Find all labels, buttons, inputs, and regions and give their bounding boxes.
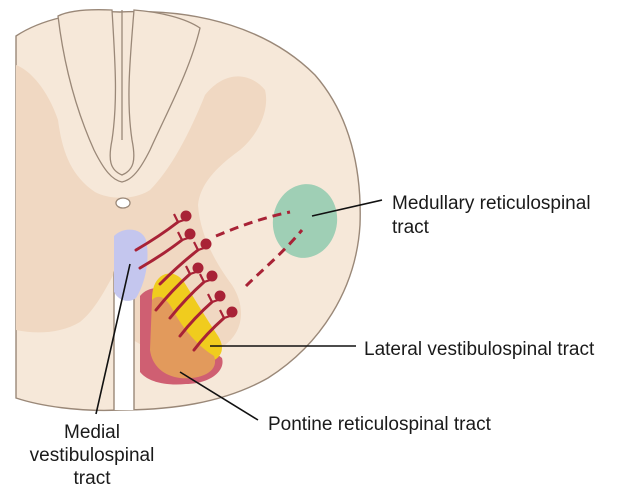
label-medial-vestibulospinal: Medial xyxy=(64,422,120,443)
leader-line-pontine xyxy=(179,371,259,421)
gray-matter xyxy=(16,65,267,358)
label-medullary-reticulospinal: Medullary reticulospinal xyxy=(392,193,591,214)
synapse-fork xyxy=(185,265,197,276)
leader-line-medial xyxy=(95,263,131,415)
label-medullary-reticulospinal-line2: tract xyxy=(392,217,430,238)
synaptic-bulb xyxy=(192,262,204,274)
synaptic-bulb xyxy=(206,270,218,282)
synaptic-bulb xyxy=(226,306,238,318)
neuron-axon xyxy=(134,220,180,252)
dorsal-columns xyxy=(57,9,201,183)
synapse-fork xyxy=(207,293,219,304)
synaptic-bulb xyxy=(180,210,192,222)
synapse-fork xyxy=(199,273,211,284)
synapse-fork xyxy=(193,241,205,252)
neuron-axon xyxy=(154,272,192,312)
label-lateral-vestibulospinal: Lateral vestibulospinal tract xyxy=(364,339,595,360)
leader-line-medullary xyxy=(311,199,383,217)
label-pontine-reticulospinal: Pontine reticulospinal tract xyxy=(268,414,492,435)
tract-overlap-area xyxy=(150,296,216,379)
label-medial-vestibulospinal-line3: tract xyxy=(74,468,112,489)
central-canal xyxy=(115,197,131,209)
neuron-axon xyxy=(158,248,200,286)
medullary-fiber-dashed xyxy=(244,229,304,288)
synaptic-bulb xyxy=(184,228,196,240)
neuron-axon xyxy=(192,316,226,352)
reticulospinal-neurons xyxy=(134,210,238,352)
medullary-reticulospinal-tract-area xyxy=(272,184,338,258)
neuron-axon xyxy=(178,300,214,338)
synapse-fork xyxy=(173,213,185,224)
synaptic-bulb xyxy=(214,290,226,302)
medullary-fiber-dashed xyxy=(215,210,291,238)
synapse-fork xyxy=(177,231,189,242)
neuron-axon xyxy=(168,280,206,320)
synapse-fork xyxy=(219,309,231,320)
label-medial-vestibulospinal-line2: vestibulospinal xyxy=(30,445,155,466)
synaptic-bulb xyxy=(200,238,212,250)
neuron-axon xyxy=(138,238,184,270)
